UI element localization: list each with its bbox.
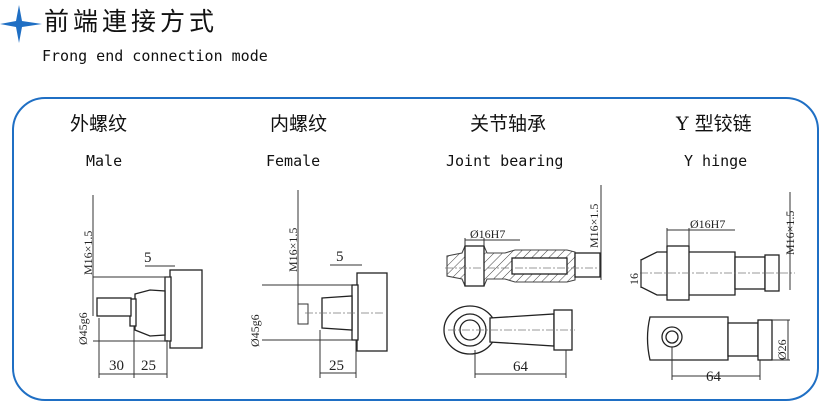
yhinge-length-dim: 64 (706, 369, 722, 385)
type-female-en: Female (266, 152, 320, 170)
type-yhinge-en: Y hinge (684, 152, 747, 170)
female-dim-5: 5 (336, 249, 344, 265)
y-hinge-drawing: Ø16H7 M16×1.5 16 Ø26 64 (627, 192, 797, 385)
section-title: 前端連接方式 (44, 7, 219, 36)
yhinge-diameter-dim: Ø26 (775, 339, 789, 360)
star-bullet-icon (0, 5, 42, 43)
yhinge-bore-dim: Ø16H7 (690, 217, 725, 231)
female-dim-25: 25 (329, 358, 344, 374)
type-yhinge-cn: Y 型铰链 (675, 113, 752, 135)
type-joint-en: Joint bearing (446, 152, 563, 170)
female-drawing: M16×1.5 Ø45g6 5 25 (248, 190, 388, 378)
yhinge-thread-dim: M16×1.5 (783, 211, 797, 255)
type-male-cn: 外螺纹 (70, 113, 127, 135)
type-male-en: Male (86, 152, 122, 170)
section-subtitle: Frong end connection mode (42, 47, 268, 65)
male-dim-30: 30 (109, 358, 124, 374)
joint-bore-dim: Ø16H7 (470, 227, 505, 241)
female-thread-dim: M16×1.5 (286, 228, 300, 272)
male-dim-5: 5 (144, 250, 152, 266)
joint-bearing-drawing: Ø16H7 M16×1.5 64 (443, 185, 602, 378)
diagram-frame (12, 97, 819, 401)
type-female-cn: 内螺纹 (270, 113, 327, 135)
male-thread-dim: M16×1.5 (81, 231, 95, 275)
joint-thread-dim: M16×1.5 (587, 204, 601, 248)
joint-length-dim: 64 (513, 359, 529, 375)
type-joint-cn: 关节轴承 (470, 113, 546, 135)
male-diameter-dim: Ø45g6 (76, 312, 90, 345)
yhinge-width-dim: 16 (627, 273, 641, 285)
female-diameter-dim: Ø45g6 (248, 314, 262, 347)
male-dim-25: 25 (141, 358, 156, 374)
male-drawing: M16×1.5 Ø45g6 5 30 25 (76, 195, 203, 378)
